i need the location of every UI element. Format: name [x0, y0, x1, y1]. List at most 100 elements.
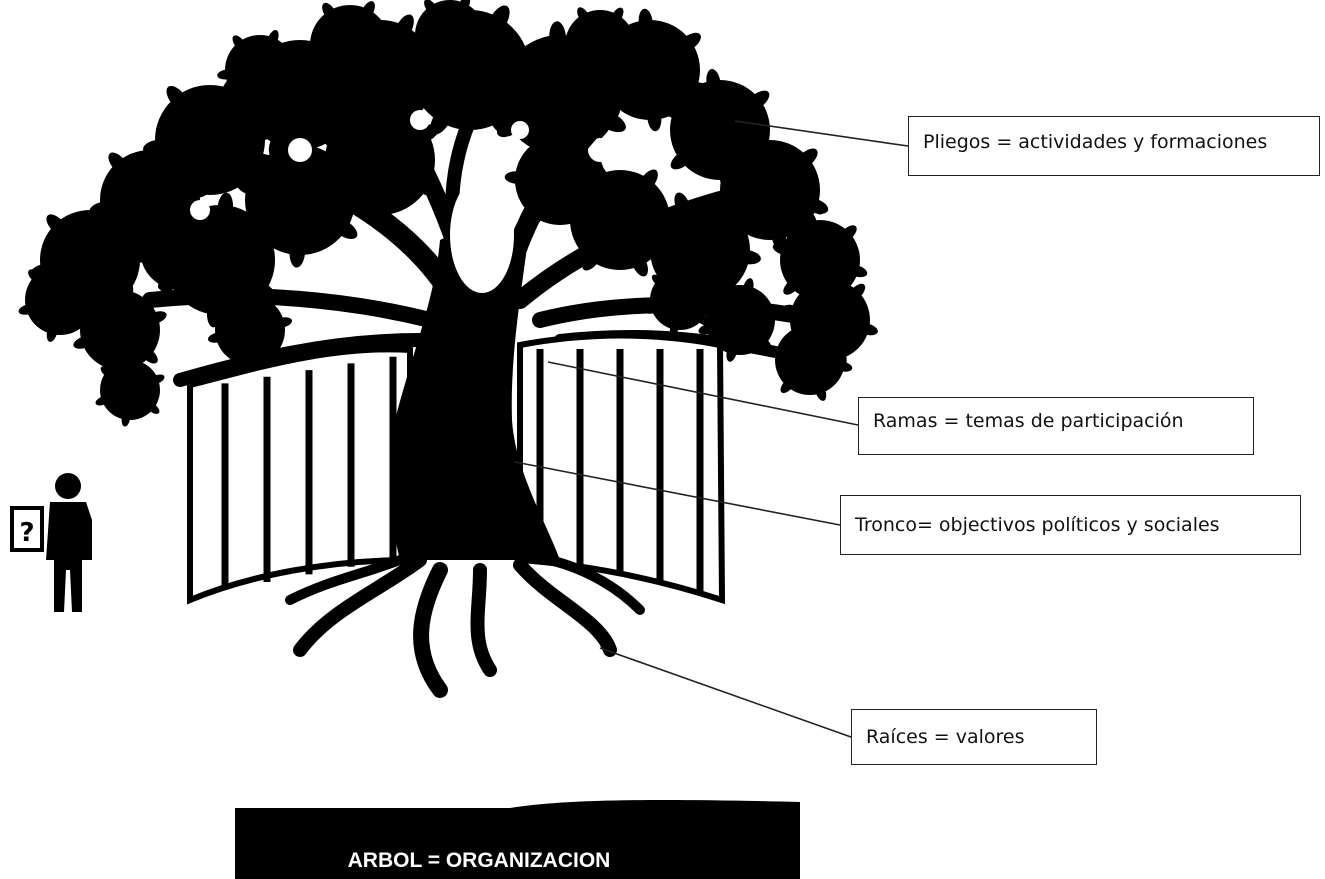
- leaf: [157, 141, 174, 169]
- leaf: [95, 200, 112, 229]
- leaf: [139, 346, 158, 364]
- foliage-gap: [190, 200, 210, 220]
- leaf: [206, 237, 229, 250]
- label-ramas-text: Ramas = temas de participación: [873, 410, 1184, 432]
- leaf: [698, 286, 716, 296]
- leaf: [330, 217, 358, 239]
- leaf: [609, 65, 623, 83]
- leaf: [670, 148, 695, 170]
- leaf: [824, 326, 840, 344]
- leaf: [610, 7, 624, 26]
- leaf: [121, 409, 131, 427]
- leaf: [73, 335, 95, 349]
- leader-lines: [514, 120, 909, 738]
- foliage-cluster: [100, 360, 160, 420]
- leaf: [623, 40, 643, 51]
- leaf: [590, 176, 616, 189]
- leaf: [146, 211, 164, 231]
- leaf: [18, 303, 38, 315]
- leaf: [46, 214, 69, 237]
- leaf: [166, 85, 190, 112]
- leaf: [82, 285, 102, 297]
- leaf: [95, 395, 112, 406]
- leaf: [325, 68, 340, 89]
- foliage-gap: [588, 138, 612, 162]
- leaf: [630, 250, 648, 277]
- leaf: [794, 148, 818, 170]
- leaf: [232, 35, 247, 53]
- leaf: [576, 64, 590, 83]
- leaf: [745, 90, 770, 112]
- label-raices-text: Raíces = valores: [866, 726, 1025, 748]
- leaf: [196, 269, 214, 289]
- label-pliegos-text: Pliegos = actividades y formaciones: [923, 131, 1268, 153]
- leaf: [272, 317, 293, 328]
- foliage-cluster: [415, 0, 485, 70]
- leaf: [780, 376, 796, 394]
- leaf: [108, 152, 130, 176]
- leaf: [458, 0, 471, 15]
- leaf: [855, 323, 878, 336]
- label-pliegos: Pliegos = actividades y formaciones: [908, 116, 1320, 176]
- leaf: [532, 130, 549, 154]
- leaf: [241, 91, 254, 110]
- leaf: [473, 27, 493, 38]
- banner-body: [235, 840, 723, 879]
- leaf: [805, 212, 818, 234]
- leaf: [246, 124, 277, 141]
- leaf: [694, 312, 709, 326]
- tree-roots: [285, 553, 645, 698]
- person-with-sign: ?: [10, 473, 92, 612]
- leaf: [429, 55, 442, 75]
- leaf: [145, 401, 160, 414]
- foliage-gap: [511, 121, 529, 139]
- foliage-cluster: [565, 10, 635, 80]
- leaf: [698, 323, 718, 335]
- banner-ribbon: [235, 800, 800, 879]
- leaf: [742, 278, 754, 298]
- leaf: [753, 129, 769, 158]
- leaf: [148, 374, 165, 385]
- label-ramas: Ramas = temas de participación: [858, 397, 1254, 455]
- leaf: [321, 123, 349, 144]
- leaf: [336, 82, 368, 98]
- leaf: [217, 192, 234, 224]
- leaf: [557, 39, 577, 50]
- leaf: [360, 1, 375, 22]
- leaf: [504, 171, 530, 184]
- leaf: [394, 14, 414, 43]
- leaf: [571, 206, 588, 230]
- leaf: [814, 382, 827, 401]
- label-tronco-text: Tronco= objectivos políticos y sociales: [855, 514, 1220, 536]
- leaf: [637, 169, 658, 194]
- leaf: [711, 166, 739, 183]
- leaf: [494, 57, 525, 80]
- tree-trunk: [389, 228, 560, 560]
- leaf: [62, 258, 74, 278]
- leaf: [322, 2, 338, 23]
- leaf: [407, 32, 427, 43]
- leaf: [145, 311, 167, 325]
- label-tronco: Tronco= objectivos políticos y sociales: [840, 495, 1301, 555]
- leaf: [719, 201, 740, 225]
- foliage-cluster: [225, 35, 295, 105]
- foliage-gap: [410, 110, 430, 130]
- foliage-gap: [288, 138, 312, 162]
- trunk-hollow: [450, 177, 514, 293]
- leaf: [681, 263, 691, 281]
- leaf: [266, 30, 279, 49]
- leaf: [783, 277, 802, 295]
- leaf: [121, 281, 134, 304]
- leaf: [847, 283, 866, 302]
- leaf: [647, 103, 662, 132]
- leaf: [733, 249, 761, 265]
- leaf: [239, 214, 268, 234]
- leaf: [487, 5, 510, 36]
- leaf: [376, 37, 400, 50]
- leaf: [100, 366, 115, 379]
- hanging-sheets: [187, 332, 726, 605]
- leaf: [300, 40, 324, 53]
- leaf: [813, 272, 826, 295]
- leaf: [676, 32, 701, 53]
- leaf: [651, 274, 666, 288]
